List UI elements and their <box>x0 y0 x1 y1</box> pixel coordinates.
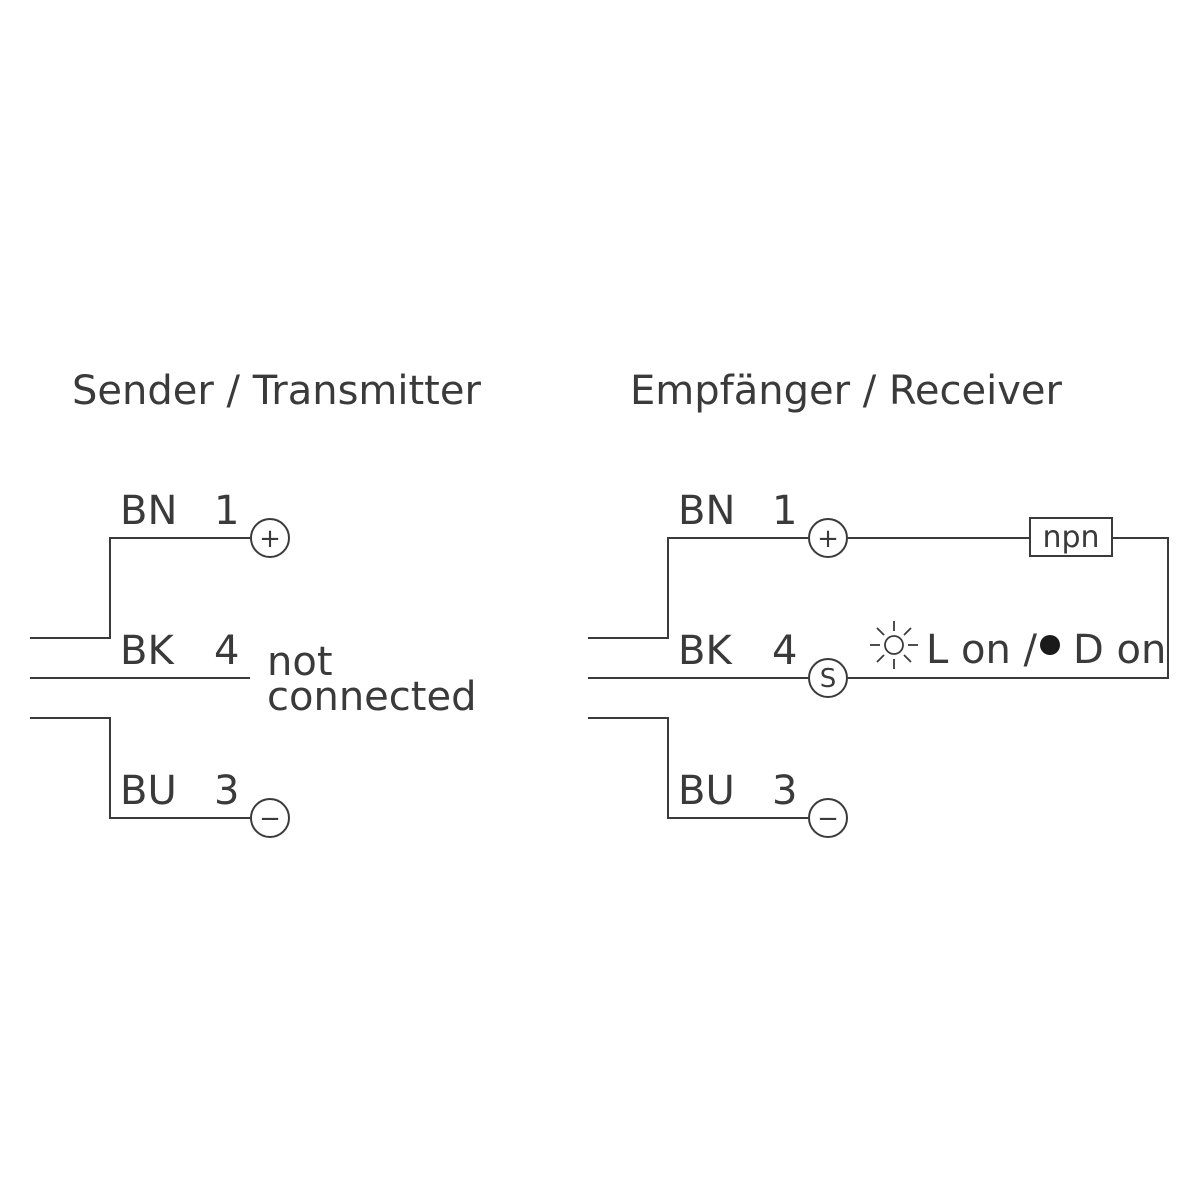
plus-terminal-icon: + <box>808 518 848 558</box>
receiver-diagram: Empfänger / Receiver npn BN 1 + BK 4 S <box>588 368 1169 838</box>
minus-terminal-icon: − <box>250 798 290 838</box>
svg-text:+: + <box>817 524 839 554</box>
minus-terminal-icon: − <box>808 798 848 838</box>
plus-terminal-icon: + <box>250 518 290 558</box>
transmitter-title: Sender / Transmitter <box>72 368 481 414</box>
sun-icon <box>870 621 918 669</box>
receiver-bn-code: BN <box>678 488 735 534</box>
npn-label: npn <box>1042 520 1099 555</box>
receiver-bn-pin: 1 <box>772 488 797 534</box>
receiver-bu-wire <box>588 717 808 819</box>
transmitter-bn-pin: 1 <box>214 488 239 534</box>
svg-text:−: − <box>259 804 281 834</box>
receiver-output-loop <box>848 537 1169 679</box>
receiver-bn-wire <box>588 537 808 639</box>
receiver-title: Empfänger / Receiver <box>630 368 1063 414</box>
svg-text:−: − <box>817 804 839 834</box>
not-connected-line2: connected <box>267 674 476 720</box>
receiver-bk-pin: 4 <box>772 628 797 674</box>
transmitter-bn-wire <box>30 537 250 639</box>
transmitter-bn-code: BN <box>120 488 177 534</box>
npn-output-box: npn <box>1029 517 1113 557</box>
transmitter-bu-code: BU <box>120 768 177 814</box>
transmitter-bk-code: BK <box>120 628 175 674</box>
transmitter-bu-wire <box>30 717 250 819</box>
transmitter-bk-pin: 4 <box>214 628 239 674</box>
filled-circle-icon <box>1040 635 1060 655</box>
svg-text:S: S <box>820 664 837 694</box>
not-connected-line1: not <box>267 639 333 685</box>
dark-on-label: D on <box>1073 627 1166 673</box>
receiver-bu-code: BU <box>678 768 735 814</box>
transmitter-bu-pin: 3 <box>214 768 239 814</box>
signal-terminal-icon: S <box>808 658 848 698</box>
transmitter-diagram: Sender / Transmitter BN 1 + BK 4 not con… <box>30 368 481 838</box>
svg-text:+: + <box>259 524 281 554</box>
receiver-bk-code: BK <box>678 628 733 674</box>
light-on-label: L on / <box>926 627 1038 673</box>
receiver-bu-pin: 3 <box>772 768 797 814</box>
